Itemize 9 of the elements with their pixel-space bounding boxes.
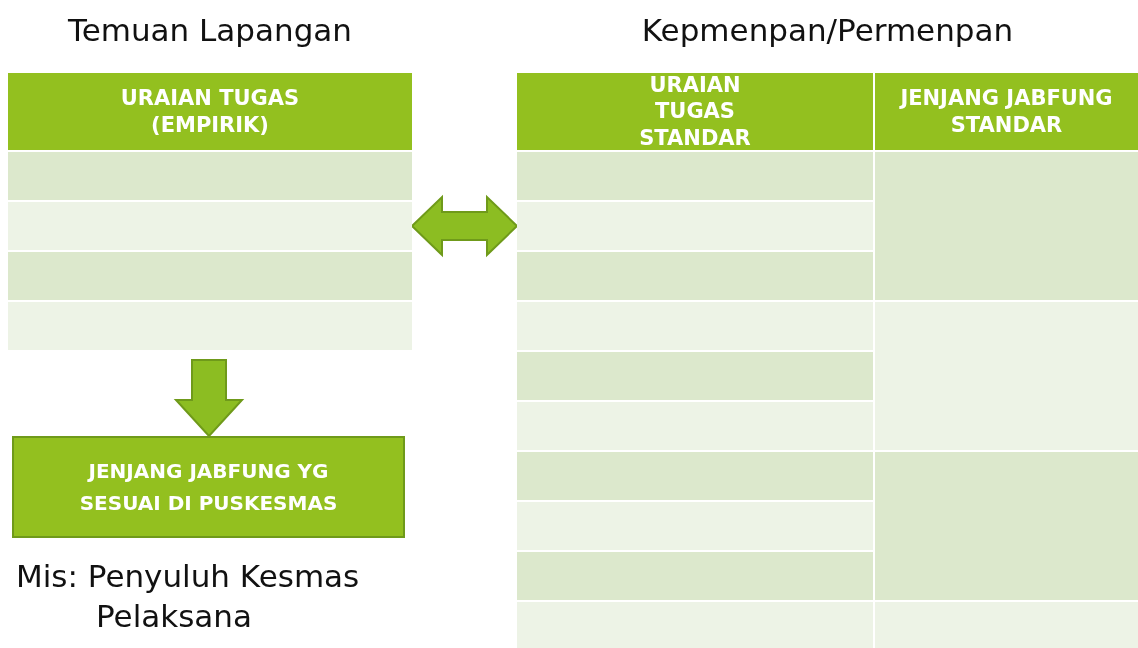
double-arrow bbox=[410, 194, 519, 258]
process-box: JENJANG JABFUNG YG SESUAI DI PUSKESMAS bbox=[12, 436, 405, 538]
column-header: URAIAN TUGAS (EMPIRIK) bbox=[8, 73, 412, 150]
arrow bbox=[173, 359, 245, 438]
caption-text: Mis: Penyuluh Kesmas Pelaksana bbox=[16, 557, 361, 637]
table-heading: Temuan Lapangan bbox=[67, 12, 353, 50]
column-header: JENJANG JABFUNG STANDAR bbox=[875, 73, 1138, 150]
column-header: URAIAN TUGAS STANDAR bbox=[517, 73, 873, 150]
table-heading: Kepmenpan/Permenpan bbox=[640, 12, 1015, 50]
